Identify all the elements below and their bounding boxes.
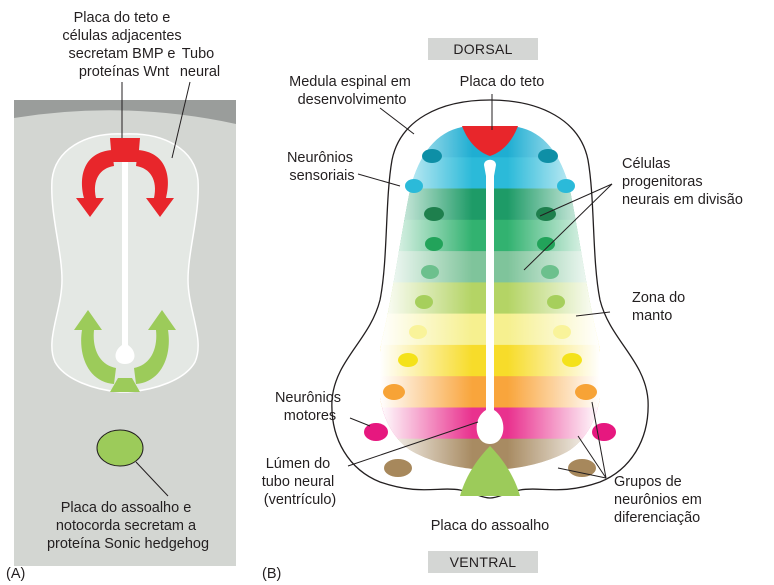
neuron-dot-right-7	[562, 353, 582, 367]
ventral-tag: VENTRAL	[450, 554, 517, 570]
neuron-dot-left-10	[384, 459, 412, 477]
dorsal-tag: DORSAL	[453, 41, 512, 57]
panel-b-letter: (B)	[262, 566, 281, 582]
neuron-dot-left-8	[383, 384, 405, 400]
neuron-dot-left-5	[415, 295, 433, 309]
mantle-zone-label: Zona do manto	[632, 290, 689, 324]
neuron-dot-right-4	[541, 265, 559, 279]
neuron-dot-left-3	[425, 237, 443, 251]
neuron-dot-right-6	[553, 325, 571, 339]
roof-plate-a	[110, 138, 140, 162]
neuron-dot-left-0	[422, 149, 442, 163]
neuron-dot-right-5	[547, 295, 565, 309]
neuron-dot-right-9	[592, 423, 616, 441]
notochord	[97, 430, 143, 466]
roof-plate-label-b: Placa do teto	[460, 74, 545, 90]
floor-plate-label-b: Placa do assoalho	[431, 518, 550, 534]
neuron-dot-left-9	[364, 423, 388, 441]
progenitor-cells-label: Células progenitoras neurais em divisão	[622, 156, 743, 208]
lumen-label: Lúmen do tubo neural (ventrículo)	[262, 456, 339, 508]
neuron-dot-right-2	[536, 207, 556, 221]
panel-a	[14, 82, 236, 566]
roof-plate-secretion-label-a: Placa do teto e células adjacentes secre…	[62, 10, 185, 80]
spinal-cord-label: Medula espinal em desenvolvimento	[289, 74, 415, 108]
neuron-dot-right-8	[575, 384, 597, 400]
neural-tube-label-a: Tubo neural	[180, 46, 220, 80]
neuron-dot-right-1	[557, 179, 575, 193]
neuron-dot-left-6	[409, 325, 427, 339]
neuron-dot-left-1	[405, 179, 423, 193]
neuron-dot-right-10	[568, 459, 596, 477]
neuron-groups-label: Grupos de neurônios em diferenciação	[614, 474, 706, 526]
panel-b: DORSAL VENTRAL	[332, 38, 648, 573]
neuron-dot-left-7	[398, 353, 418, 367]
neuron-dot-right-0	[538, 149, 558, 163]
neuron-dot-left-4	[421, 265, 439, 279]
floor-plate-secretion-label-a: Placa do assoalho e notocorda secretam a…	[47, 500, 209, 552]
neuron-dot-left-2	[424, 207, 444, 221]
sensory-neurons-label: Neurônios sensoriais	[287, 150, 357, 184]
panel-a-letter: (A)	[6, 566, 25, 582]
